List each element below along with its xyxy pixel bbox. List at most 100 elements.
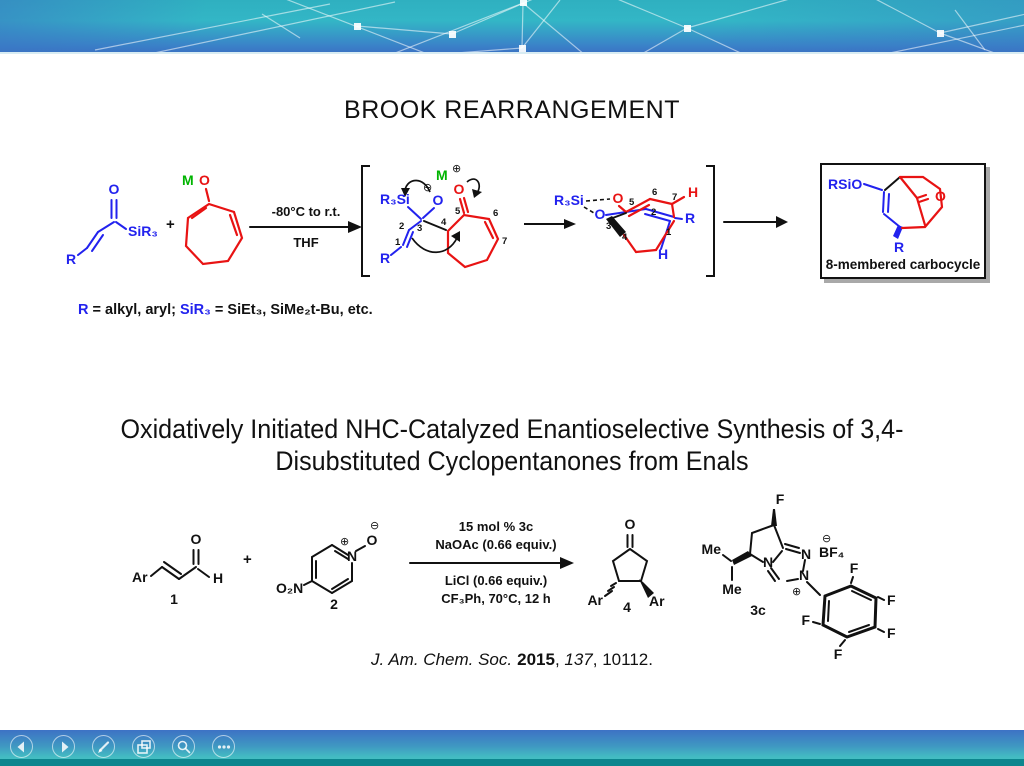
network-decoration (94, 0, 1024, 57)
next-slide-button[interactable] (52, 735, 75, 758)
cond-line2: NaOAc (0.66 equiv.) (435, 537, 556, 552)
cond-line1: 15 mol % 3c (459, 519, 533, 534)
num-2: 2 (651, 207, 656, 218)
minus-charge-icon: ⊖ (423, 182, 432, 194)
footer-accent-strip (0, 759, 1024, 766)
product-red-bonds (898, 175, 944, 230)
pen-icon (98, 741, 110, 753)
plus-charge-icon: ⊕ (792, 586, 801, 598)
product-blue-bonds (863, 183, 903, 239)
carbonyl-o-label: O (109, 181, 120, 197)
num-2: 2 (399, 221, 404, 232)
h-red-label: H (688, 184, 698, 200)
next-arrow-icon (62, 741, 69, 753)
note-eq2: = SiEt₃, SiMe₂t-Bu, etc. (210, 302, 373, 318)
num-7: 7 (672, 192, 677, 203)
acylsilane-bonds (77, 199, 127, 256)
num-6: 6 (652, 187, 657, 198)
section2-title-line2: Disubstituted Cyclopentanones from Enals (275, 446, 749, 476)
silyl-label: R₃Si (554, 192, 584, 208)
ring-n-label: N (763, 554, 773, 570)
more-options-button[interactable] (212, 735, 235, 758)
previous-arrow-icon (17, 741, 24, 753)
catalyst-bonds (722, 509, 821, 596)
num-4: 4 (622, 232, 628, 243)
num-1: 1 (395, 237, 401, 248)
arrowhead (348, 221, 362, 233)
metal-cation-label: M (436, 167, 448, 183)
int1-black-bonds (423, 220, 447, 231)
r-label: R (685, 210, 695, 226)
num-5: 5 (629, 197, 635, 208)
r-label: R (894, 239, 904, 255)
r-label: R (380, 250, 390, 266)
aldehyde-o-label: O (191, 531, 202, 547)
noxide-bonds (303, 544, 366, 594)
conditions-above: -80°C to r.t. (272, 204, 341, 219)
plus-sign-2: + (243, 551, 252, 568)
nhc-catalyst-structure: F Me Me N N N ⊕ ⊖ BF₄ F F F F F 3c (702, 491, 896, 662)
r-group-label: R (66, 251, 76, 267)
plus-sign: + (166, 216, 175, 233)
num-4: 4 (441, 217, 447, 228)
citation: J. Am. Chem. Soc.2015, 137, 10112. (0, 650, 1024, 670)
zoom-slide-button[interactable] (172, 735, 195, 758)
brook-intermediate-2: R₃Si O O H H R 1 2 3 4 5 6 7 (554, 184, 698, 262)
open-bracket (361, 165, 370, 277)
presentation-toolbar (0, 730, 1024, 766)
previous-slide-button[interactable] (10, 735, 33, 758)
n1-label: N (801, 546, 811, 562)
n2-label: N (799, 567, 809, 583)
catalyst-3c-label: 3c (750, 602, 766, 618)
me2-label: Me (722, 581, 742, 597)
note-r: R (78, 302, 89, 318)
cond-line3: LiCl (0.66 equiv.) (445, 573, 547, 588)
bold-wedge (606, 216, 626, 237)
r-wedge (893, 225, 903, 239)
nitropyridine-noxide-structure: N ⊕ O ⊖ O₂N 2 (276, 520, 379, 612)
ketone-o-label: O (935, 188, 946, 204)
h-blue-label: H (658, 246, 668, 262)
f3-label: F (887, 625, 896, 641)
note-eq1: = alkyl, aryl; (88, 302, 180, 318)
product-arrow (723, 216, 788, 228)
note-sir3: SiR₃ (179, 302, 211, 318)
product-caption: 8-membered carbocycle (825, 257, 981, 272)
f2-label: F (887, 592, 896, 608)
citation-volume: 137 (564, 650, 593, 669)
pyridine-n-label: N (347, 548, 357, 564)
bold-wedge (639, 579, 654, 598)
enal-structure: Ar O H 1 (132, 531, 223, 607)
pentafluorophenyl-ring (812, 576, 885, 647)
plus-charge-icon: ⊕ (340, 536, 349, 548)
compound-2-label: 2 (330, 596, 338, 612)
int1-curved-arrows (401, 178, 482, 254)
int2-black-bonds (606, 212, 627, 237)
num-7: 7 (502, 236, 507, 247)
cyclopentanone-bonds (604, 534, 654, 598)
pen-annotate-button[interactable] (92, 735, 115, 758)
cond-line4: CF₃Ph, 70°C, 12 h (441, 591, 551, 606)
compound-4-label: 4 (623, 599, 631, 615)
o-red-label: O (613, 190, 624, 206)
silyl-label: R₃Si (380, 191, 410, 207)
num-1: 1 (666, 227, 672, 238)
see-all-slides-button[interactable] (132, 735, 155, 758)
ketone-o-label: O (454, 181, 465, 197)
enal-bonds (150, 549, 210, 580)
int1-red-ring (446, 196, 500, 269)
citation-journal: J. Am. Chem. Soc. (371, 650, 513, 669)
f5-label: F (801, 612, 810, 628)
dienolate-bonds (184, 187, 244, 266)
plus-charge-icon: ⊕ (452, 163, 461, 175)
arrowhead (564, 219, 576, 229)
metal-label: M (182, 172, 194, 188)
silyl-group-label: SiR₃ (128, 223, 158, 239)
ar-label: Ar (132, 569, 148, 585)
carbocycle-structure: RSiO O R (828, 175, 946, 255)
alkoxide-o-label: O (433, 192, 444, 208)
brook-intermediate-1: M ⊕ R₃Si ⊖ O O R 1 2 3 4 5 6 7 (380, 163, 507, 269)
close-bracket (706, 165, 715, 277)
cyclopentanone-structure: O Ar Ar 4 (587, 516, 665, 615)
substituent-note: R = alkyl, aryl; SiR₃ = SiEt₃, SiMe₂t-Bu… (78, 302, 373, 318)
